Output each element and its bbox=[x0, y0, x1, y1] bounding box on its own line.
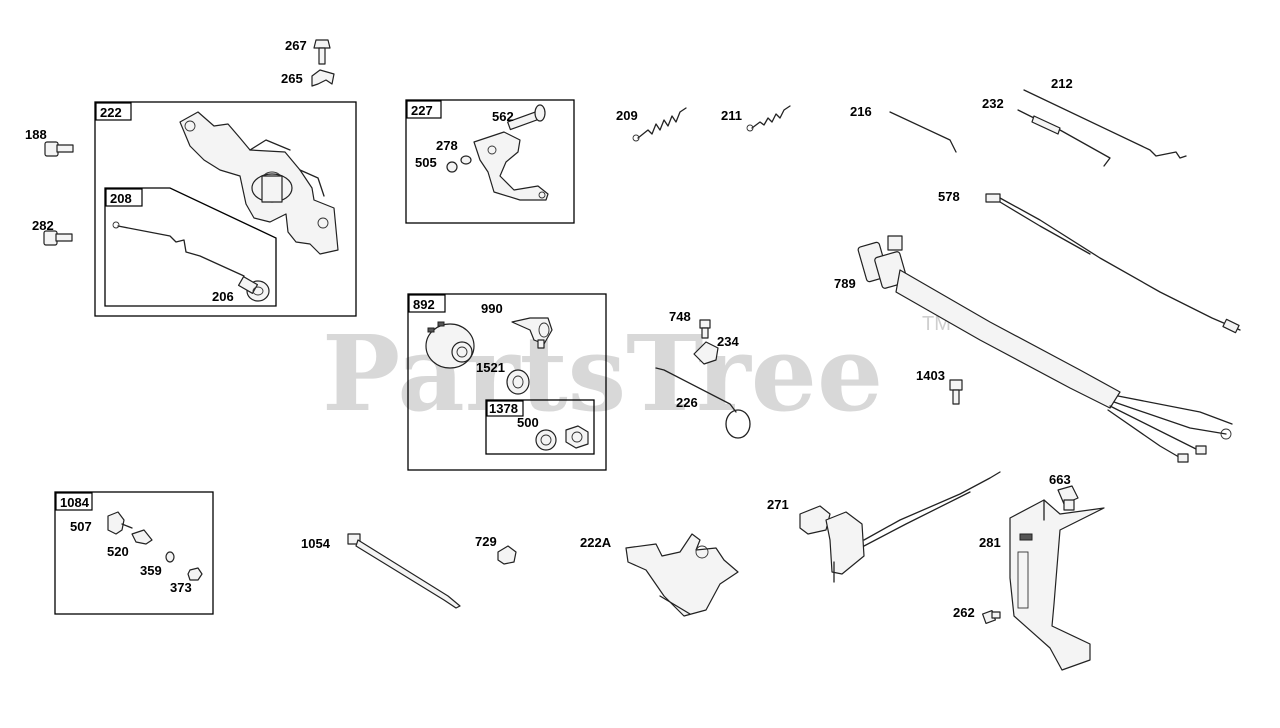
bracket-part-222A[interactable] bbox=[625, 533, 739, 617]
part-label-520[interactable]: 520 bbox=[107, 544, 129, 559]
part-label-373[interactable]: 373 bbox=[170, 580, 192, 595]
part-label-278[interactable]: 278 bbox=[436, 138, 458, 153]
part-label-209[interactable]: 209 bbox=[616, 108, 638, 123]
governor-link-part[interactable] bbox=[112, 221, 245, 277]
part-label-505[interactable]: 505 bbox=[415, 155, 437, 170]
part-label-267[interactable]: 267 bbox=[285, 38, 307, 53]
lock-washer-part-500[interactable] bbox=[535, 429, 557, 451]
clip-part-729[interactable] bbox=[497, 545, 517, 565]
part-label-282[interactable]: 282 bbox=[32, 218, 54, 233]
wire-part-578[interactable] bbox=[985, 193, 1241, 334]
wire-harness-part-789[interactable] bbox=[857, 235, 1233, 463]
washer-part-278[interactable] bbox=[460, 155, 472, 165]
part-label-789[interactable]: 789 bbox=[834, 276, 856, 291]
assembly-label-1378: 1378 bbox=[489, 401, 518, 416]
part-label-1054[interactable]: 1054 bbox=[301, 536, 331, 551]
control-bracket-part[interactable] bbox=[473, 131, 549, 201]
part-label-500[interactable]: 500 bbox=[517, 415, 539, 430]
part-label-206[interactable]: 206 bbox=[212, 289, 234, 304]
part-label-663[interactable]: 663 bbox=[1049, 472, 1071, 487]
part-label-211[interactable]: 211 bbox=[721, 108, 742, 123]
rod-part-212[interactable] bbox=[1023, 89, 1187, 159]
rod-part-216[interactable] bbox=[889, 111, 957, 153]
choke-rod-part-226[interactable] bbox=[655, 367, 751, 439]
assembly-label-1084: 1084 bbox=[60, 495, 90, 510]
part-label-222A[interactable]: 222A bbox=[580, 535, 612, 550]
part-label-188[interactable]: 188 bbox=[25, 127, 47, 142]
screw-part-188[interactable] bbox=[44, 141, 74, 157]
part-label-216[interactable]: 216 bbox=[850, 104, 872, 119]
spring-rod-part-232[interactable] bbox=[1017, 109, 1111, 167]
screw-part-262[interactable] bbox=[981, 609, 1001, 625]
key-part-990[interactable] bbox=[511, 317, 553, 349]
choke-control-part-271[interactable] bbox=[799, 471, 1001, 583]
bushing-part-206[interactable] bbox=[237, 276, 270, 302]
screw-part-282[interactable] bbox=[43, 230, 73, 246]
part-label-1403[interactable]: 1403 bbox=[916, 368, 945, 383]
nut-part-373[interactable] bbox=[187, 567, 203, 581]
hex-nut-part[interactable] bbox=[565, 425, 589, 449]
part-label-990[interactable]: 990 bbox=[481, 301, 503, 316]
part-label-271[interactable]: 271 bbox=[767, 497, 789, 512]
assembly-box-227[interactable]: 227 bbox=[405, 99, 575, 224]
bracket-part-520[interactable] bbox=[131, 529, 153, 545]
washer-part-359[interactable] bbox=[165, 551, 175, 563]
part-label-507[interactable]: 507 bbox=[70, 519, 92, 534]
part-label-262[interactable]: 262 bbox=[953, 605, 975, 620]
sensor-part-507[interactable] bbox=[107, 511, 133, 535]
ignition-switch-part[interactable] bbox=[425, 321, 475, 369]
nut-part-505[interactable] bbox=[446, 161, 458, 173]
part-label-281[interactable]: 281 bbox=[979, 535, 1001, 550]
assembly-label-892: 892 bbox=[413, 297, 435, 312]
part-label-1521[interactable]: 1521 bbox=[476, 360, 505, 375]
mounting-bracket-part-281[interactable] bbox=[1009, 499, 1105, 671]
assembly-box-1084[interactable]: 1084 bbox=[54, 491, 214, 615]
part-label-729[interactable]: 729 bbox=[475, 534, 497, 549]
part-label-226[interactable]: 226 bbox=[676, 395, 698, 410]
clamp-part-234[interactable] bbox=[693, 341, 719, 365]
screw-part-1403[interactable] bbox=[949, 379, 963, 405]
assembly-label-222: 222 bbox=[100, 105, 122, 120]
screw-part-663[interactable] bbox=[1057, 485, 1079, 511]
part-label-359[interactable]: 359 bbox=[140, 563, 162, 578]
nut-part-1521[interactable] bbox=[506, 369, 530, 395]
watermark-text: PartsTree bbox=[322, 312, 883, 435]
spring-part-209[interactable] bbox=[632, 107, 687, 142]
part-label-578[interactable]: 578 bbox=[938, 189, 960, 204]
part-label-234[interactable]: 234 bbox=[717, 334, 739, 349]
screw-part-267[interactable] bbox=[313, 39, 331, 65]
assembly-label-208: 208 bbox=[110, 191, 132, 206]
bolt-part-562[interactable] bbox=[507, 104, 546, 131]
assembly-box-1378[interactable]: 1378 bbox=[485, 399, 595, 455]
spring-part-211[interactable] bbox=[746, 105, 791, 132]
cable-tie-part-1054[interactable] bbox=[347, 533, 461, 609]
part-label-232[interactable]: 232 bbox=[982, 96, 1004, 111]
assembly-box-892[interactable]: 892 bbox=[407, 293, 607, 471]
throttle-bracket-part[interactable] bbox=[179, 111, 339, 255]
part-label-265[interactable]: 265 bbox=[281, 71, 303, 86]
part-label-562[interactable]: 562 bbox=[492, 109, 514, 124]
screw-part-748[interactable] bbox=[699, 319, 711, 339]
assembly-box-222[interactable]: 222 bbox=[94, 101, 357, 317]
assembly-box-208[interactable]: 208 bbox=[104, 187, 277, 307]
clip-part-265[interactable] bbox=[311, 69, 335, 87]
assembly-label-227: 227 bbox=[411, 103, 433, 118]
part-label-748[interactable]: 748 bbox=[669, 309, 691, 324]
part-label-212[interactable]: 212 bbox=[1051, 76, 1073, 91]
